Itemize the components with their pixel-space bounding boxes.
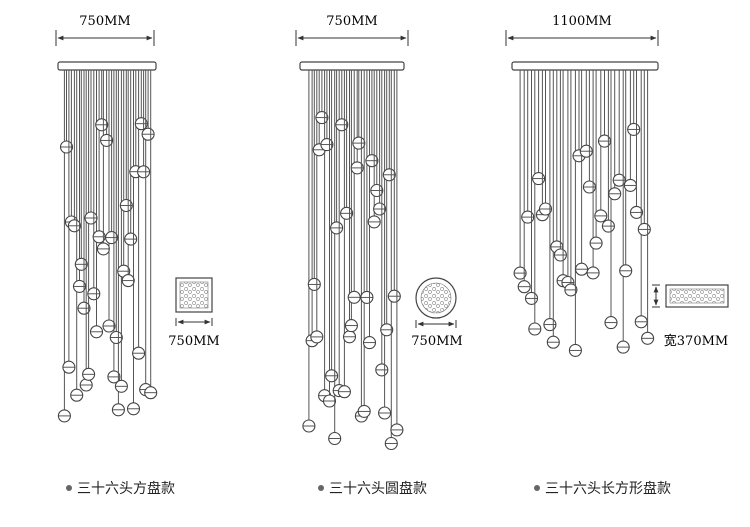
canopy-top-view: 750MM <box>168 277 220 349</box>
width-label: 1100MM <box>552 14 612 29</box>
pendant-group <box>302 70 404 451</box>
width-dimension: 1100MM <box>505 14 659 46</box>
canopy-size-label: 750MM <box>411 334 462 349</box>
variant-square: 750MM 750MM <box>55 14 220 423</box>
ceiling-canopy <box>511 61 659 71</box>
width-label: 750MM <box>79 14 130 29</box>
bullet-icon <box>318 485 324 491</box>
caption-rectangle: 三十六头长方形盘款 <box>534 478 671 498</box>
caption-text: 三十六头长方形盘款 <box>545 481 671 497</box>
variant-rectangle: 1100MM 宽370MM <box>505 14 729 357</box>
width-dimension: 750MM <box>55 14 155 46</box>
caption-square: 三十六头方盘款 <box>66 478 175 498</box>
caption-text: 三十六头方盘款 <box>77 481 175 497</box>
ceiling-canopy <box>57 61 157 71</box>
pendant-group <box>513 70 655 357</box>
width-label: 750MM <box>326 14 377 29</box>
variant-round: 750MM 750MM <box>295 14 463 451</box>
canopy-size-label: 750MM <box>168 334 219 349</box>
bullet-icon <box>534 485 540 491</box>
canopy-top-view: 宽370MM <box>652 284 729 349</box>
caption-round: 三十六头圆盘款 <box>318 478 427 498</box>
canopy-top-view: 750MM <box>411 277 463 349</box>
caption-text: 三十六头圆盘款 <box>329 481 427 497</box>
ceiling-canopy <box>299 61 405 71</box>
canopy-size-label: 宽370MM <box>664 333 728 349</box>
bullet-icon <box>66 485 72 491</box>
pendant-group <box>57 70 158 423</box>
width-dimension: 750MM <box>295 14 409 46</box>
